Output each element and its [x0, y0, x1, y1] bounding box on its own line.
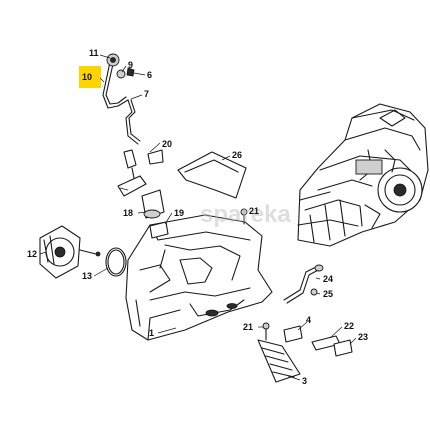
callout-21-upper: 21 [249, 206, 259, 216]
callout-26: 26 [232, 150, 242, 160]
callout-24: 24 [323, 274, 333, 284]
leader-lines [39, 54, 357, 381]
callout-25: 25 [323, 289, 333, 299]
cover-plate [177, 151, 247, 199]
callout-9: 9 [128, 60, 133, 70]
callout-21-lower: 21 [243, 322, 253, 332]
callout-19: 19 [174, 208, 184, 218]
callout-13: 13 [82, 271, 92, 281]
callout-18: 18 [123, 208, 133, 218]
callout-4: 4 [306, 315, 311, 325]
fuel-hose [283, 264, 324, 304]
callout-7: 7 [144, 89, 149, 99]
fuel-line-assembly [102, 53, 169, 239]
crankcase-housing [125, 214, 273, 341]
callout-3: 3 [302, 376, 307, 386]
callout-11: 11 [89, 48, 99, 58]
callout-12: 12 [27, 249, 37, 259]
callout-1: 1 [149, 328, 154, 338]
ignition-module [39, 225, 101, 279]
grille-plate [257, 339, 301, 383]
o-ring [105, 247, 127, 277]
callout-6: 6 [147, 70, 152, 80]
highlight-box [79, 66, 101, 88]
engine-assembly [297, 103, 429, 247]
watermark-text: spareka [200, 201, 291, 228]
callout-20: 20 [162, 139, 172, 149]
callout-22: 22 [344, 321, 354, 331]
callout-10: 10 [82, 72, 92, 82]
callout-23: 23 [358, 332, 368, 342]
small-fittings [240, 208, 353, 357]
